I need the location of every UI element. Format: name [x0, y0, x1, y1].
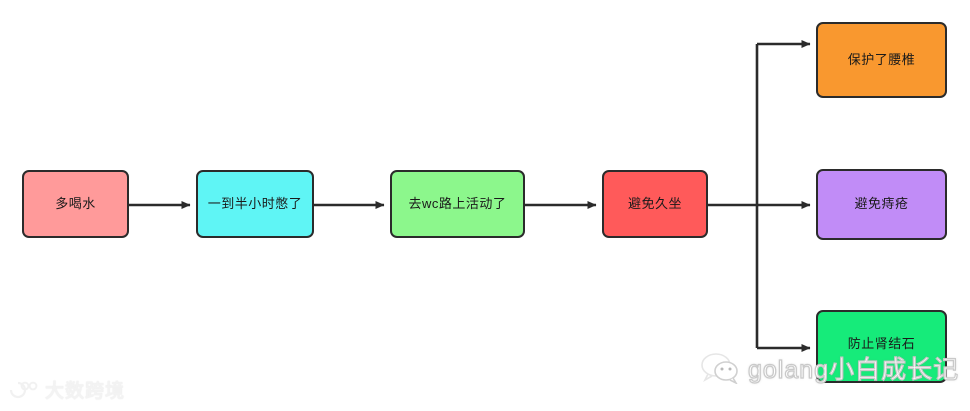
watermark-bottom-right: golang小白成长记	[700, 350, 959, 386]
node-label: 避免久坐	[627, 195, 682, 211]
watermark-right-text: golang小白成长记	[747, 355, 960, 384]
node-walk-to-wc[interactable]: 去wc路上活动了	[390, 170, 525, 238]
node-label: 多喝水	[55, 195, 96, 211]
node-label: 保护了腰椎	[847, 51, 916, 67]
node-avoid-hemorrhoids[interactable]: 避免痔疮	[816, 169, 947, 240]
node-label: 去wc路上活动了	[408, 195, 507, 211]
node-protect-lumbar-spine[interactable]: 保护了腰椎	[816, 22, 947, 98]
wechat-icon	[701, 353, 738, 384]
node-label: 一到半小时憋了	[207, 195, 303, 211]
node-label: 避免痔疮	[854, 196, 909, 212]
watermark-bottom-left: 大数跨境	[8, 376, 125, 403]
node-label: 防止肾结石	[847, 336, 916, 351]
watermark-left-text: 大数跨境	[45, 381, 126, 402]
node-hold-for-an-hour[interactable]: 一到半小时憋了	[196, 170, 314, 238]
node-avoid-sitting-long[interactable]: 避免久坐	[602, 170, 708, 238]
node-drink-more-water[interactable]: 多喝水	[22, 170, 129, 238]
logo-icon	[9, 381, 38, 398]
node-prevent-kidney-stones[interactable]: 防止肾结石	[816, 310, 947, 383]
